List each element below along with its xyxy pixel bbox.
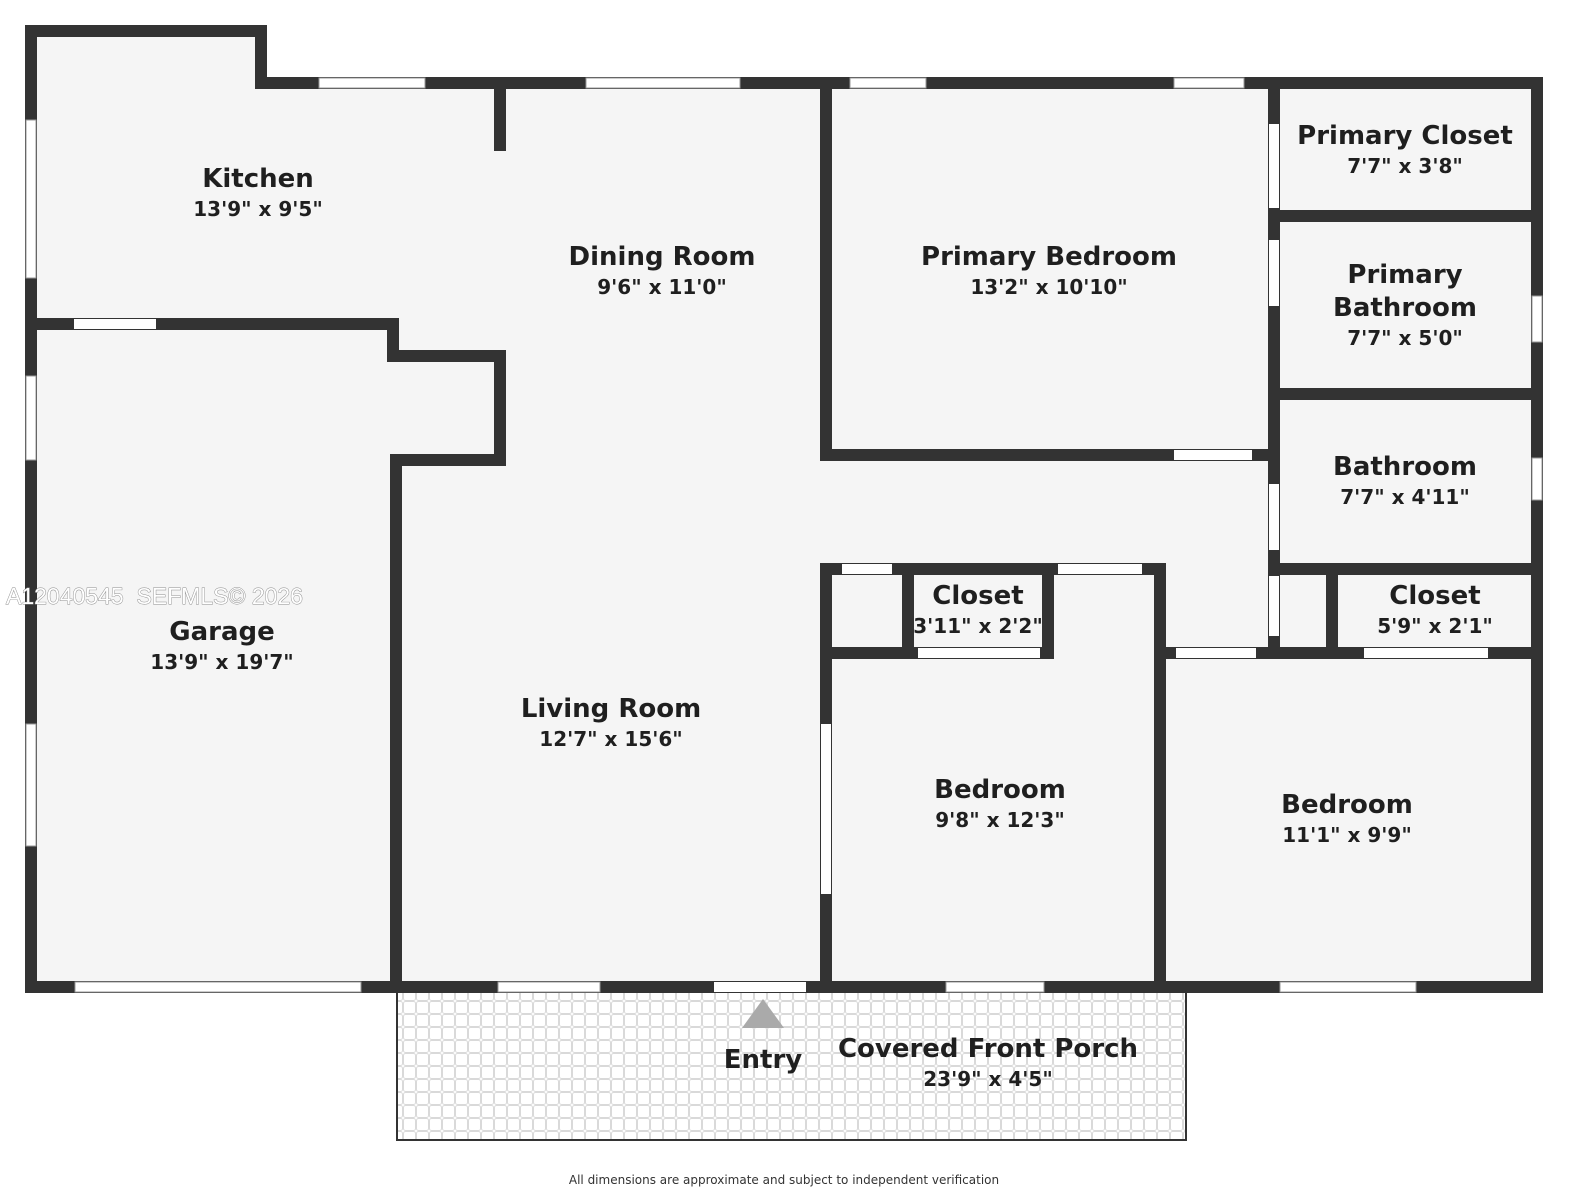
room-dimensions: 7'7" x 4'11" [1340,485,1470,509]
windows [25,77,1543,993]
room-primary-closet: Primary Closet 7'7" x 3'8" [1297,121,1513,178]
room-dining-room: Dining Room 9'6" x 11'0" [569,242,756,299]
door-openings [74,124,1488,992]
room-name: Kitchen [202,164,314,194]
room-name: Primary Closet [1297,121,1513,151]
room-dimensions: 7'7" x 3'8" [1347,154,1463,178]
room-dimensions: 11'1" x 9'9" [1282,823,1412,847]
porch-floor [396,988,1187,1141]
room-dimensions: 12'7" x 15'6" [539,727,682,751]
listing-watermark: A12040545 SEFMLS© 2026 [6,583,303,609]
room-dimensions: 5'9" x 2'1" [1377,614,1493,638]
room-dimensions: 23'9" x 4'5" [923,1067,1053,1091]
room-primary-bathroom: Primary Bathroom 7'7" x 5'0" [1333,260,1477,350]
room-name: Garage [169,617,275,647]
room-dimensions: 13'9" x 19'7" [150,650,293,674]
room-name: Bedroom [934,775,1066,805]
room-dimensions: 3'11" x 2'2" [913,614,1043,638]
room-bedroom-1: Bedroom 9'8" x 12'3" [934,775,1066,832]
room-primary-bedroom: Primary Bedroom 13'2" x 10'10" [921,242,1177,299]
room-name-line2: Bathroom [1333,293,1477,323]
room-closet-1: Closet 3'11" x 2'2" [913,581,1043,638]
room-name: Primary Bedroom [921,242,1177,272]
room-name: Closet [1389,581,1480,611]
disclaimer-footnote: All dimensions are approximate and subje… [569,1173,999,1187]
room-dimensions: 9'6" x 11'0" [597,275,727,299]
room-name: Covered Front Porch [838,1034,1138,1064]
room-name: Bedroom [1281,790,1413,820]
entry-arrow-icon [742,999,784,1028]
room-garage: Garage 13'9" x 19'7" [150,617,293,674]
room-kitchen: Kitchen 13'9" x 9'5" [193,164,323,221]
room-bathroom: Bathroom 7'7" x 4'11" [1333,452,1477,509]
room-closet-2: Closet 5'9" x 2'1" [1377,581,1493,638]
room-dimensions: 7'7" x 5'0" [1347,326,1463,350]
room-name: Living Room [521,694,701,724]
room-dimensions: 9'8" x 12'3" [935,808,1065,832]
room-dimensions: 13'2" x 10'10" [970,275,1127,299]
room-bedroom-2: Bedroom 11'1" x 9'9" [1281,790,1413,847]
room-covered-front-porch: Covered Front Porch 23'9" x 4'5" [838,1034,1138,1091]
room-living-room: Living Room 12'7" x 15'6" [521,694,701,751]
room-dimensions: 13'9" x 9'5" [193,197,323,221]
room-name: Dining Room [569,242,756,272]
room-name-line1: Primary [1347,260,1462,290]
room-name: Closet [932,581,1023,611]
entry-label: Entry [724,1045,803,1075]
room-name: Bathroom [1333,452,1477,482]
